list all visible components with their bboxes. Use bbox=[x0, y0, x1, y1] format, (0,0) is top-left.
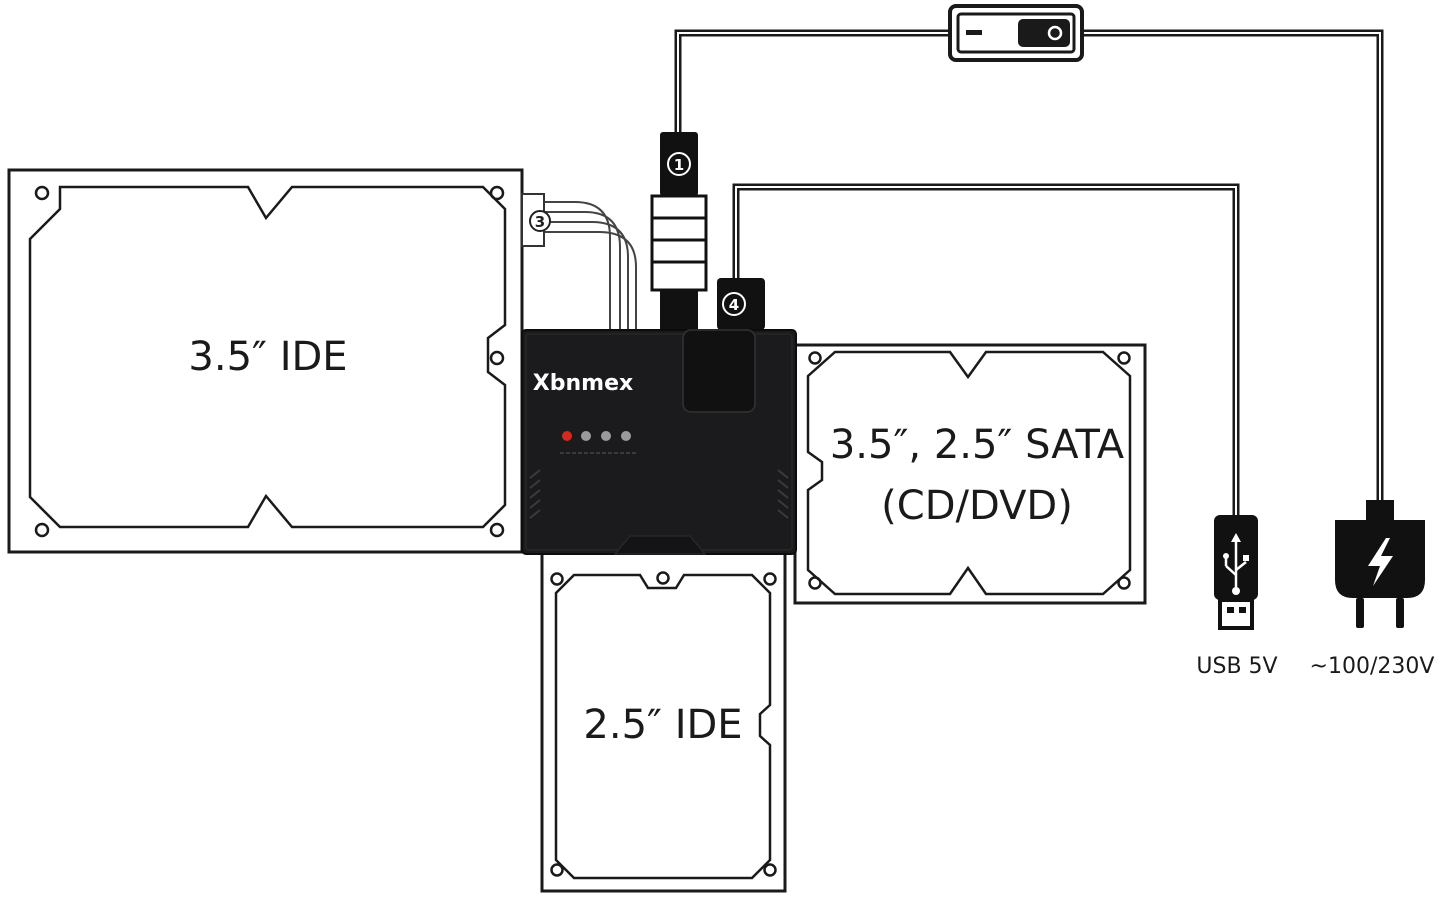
led-3 bbox=[621, 431, 631, 441]
connector-3-badge bbox=[529, 210, 551, 232]
connector-3-number: 3 bbox=[535, 213, 545, 231]
drive-sata: 3.5″, 2.5″ SATA (CD/DVD) bbox=[793, 343, 1147, 605]
drive-sata-label-line1: 3.5″, 2.5″ SATA bbox=[830, 422, 1125, 468]
connector-4-number: 4 bbox=[729, 296, 739, 314]
led-1 bbox=[581, 431, 591, 441]
connector-4-badge bbox=[722, 292, 746, 316]
power-switch-icon bbox=[948, 4, 1084, 62]
adapter-box: Xbnmex bbox=[521, 329, 797, 555]
usb-cable: 4 bbox=[717, 183, 1240, 520]
drive-ide-25-label: 2.5″ IDE bbox=[583, 702, 742, 748]
power-cable: 1 bbox=[650, 29, 1384, 510]
power-plug-icon bbox=[1335, 500, 1425, 628]
usb-plug-label: USB 5V bbox=[1196, 654, 1277, 679]
power-plug-label: ~100/230V bbox=[1310, 654, 1435, 679]
led-power bbox=[562, 431, 572, 441]
adapter-brand-logo: Xbnmex bbox=[533, 371, 633, 396]
connector-1-number: 1 bbox=[674, 156, 684, 174]
adapter-leds bbox=[562, 431, 631, 441]
connector-1-badge bbox=[667, 152, 691, 176]
drive-ide-35: 3.5″ IDE bbox=[7, 168, 524, 554]
drive-ide-25: 2.5″ IDE bbox=[540, 551, 787, 893]
usb-icon bbox=[1214, 515, 1258, 630]
ide-cable: 3 bbox=[521, 193, 637, 330]
led-2 bbox=[601, 431, 611, 441]
drive-ide-35-label: 3.5″ IDE bbox=[188, 334, 347, 380]
drive-sata-label-line2: (CD/DVD) bbox=[881, 483, 1073, 529]
lightning-bolt-icon bbox=[1368, 538, 1393, 586]
